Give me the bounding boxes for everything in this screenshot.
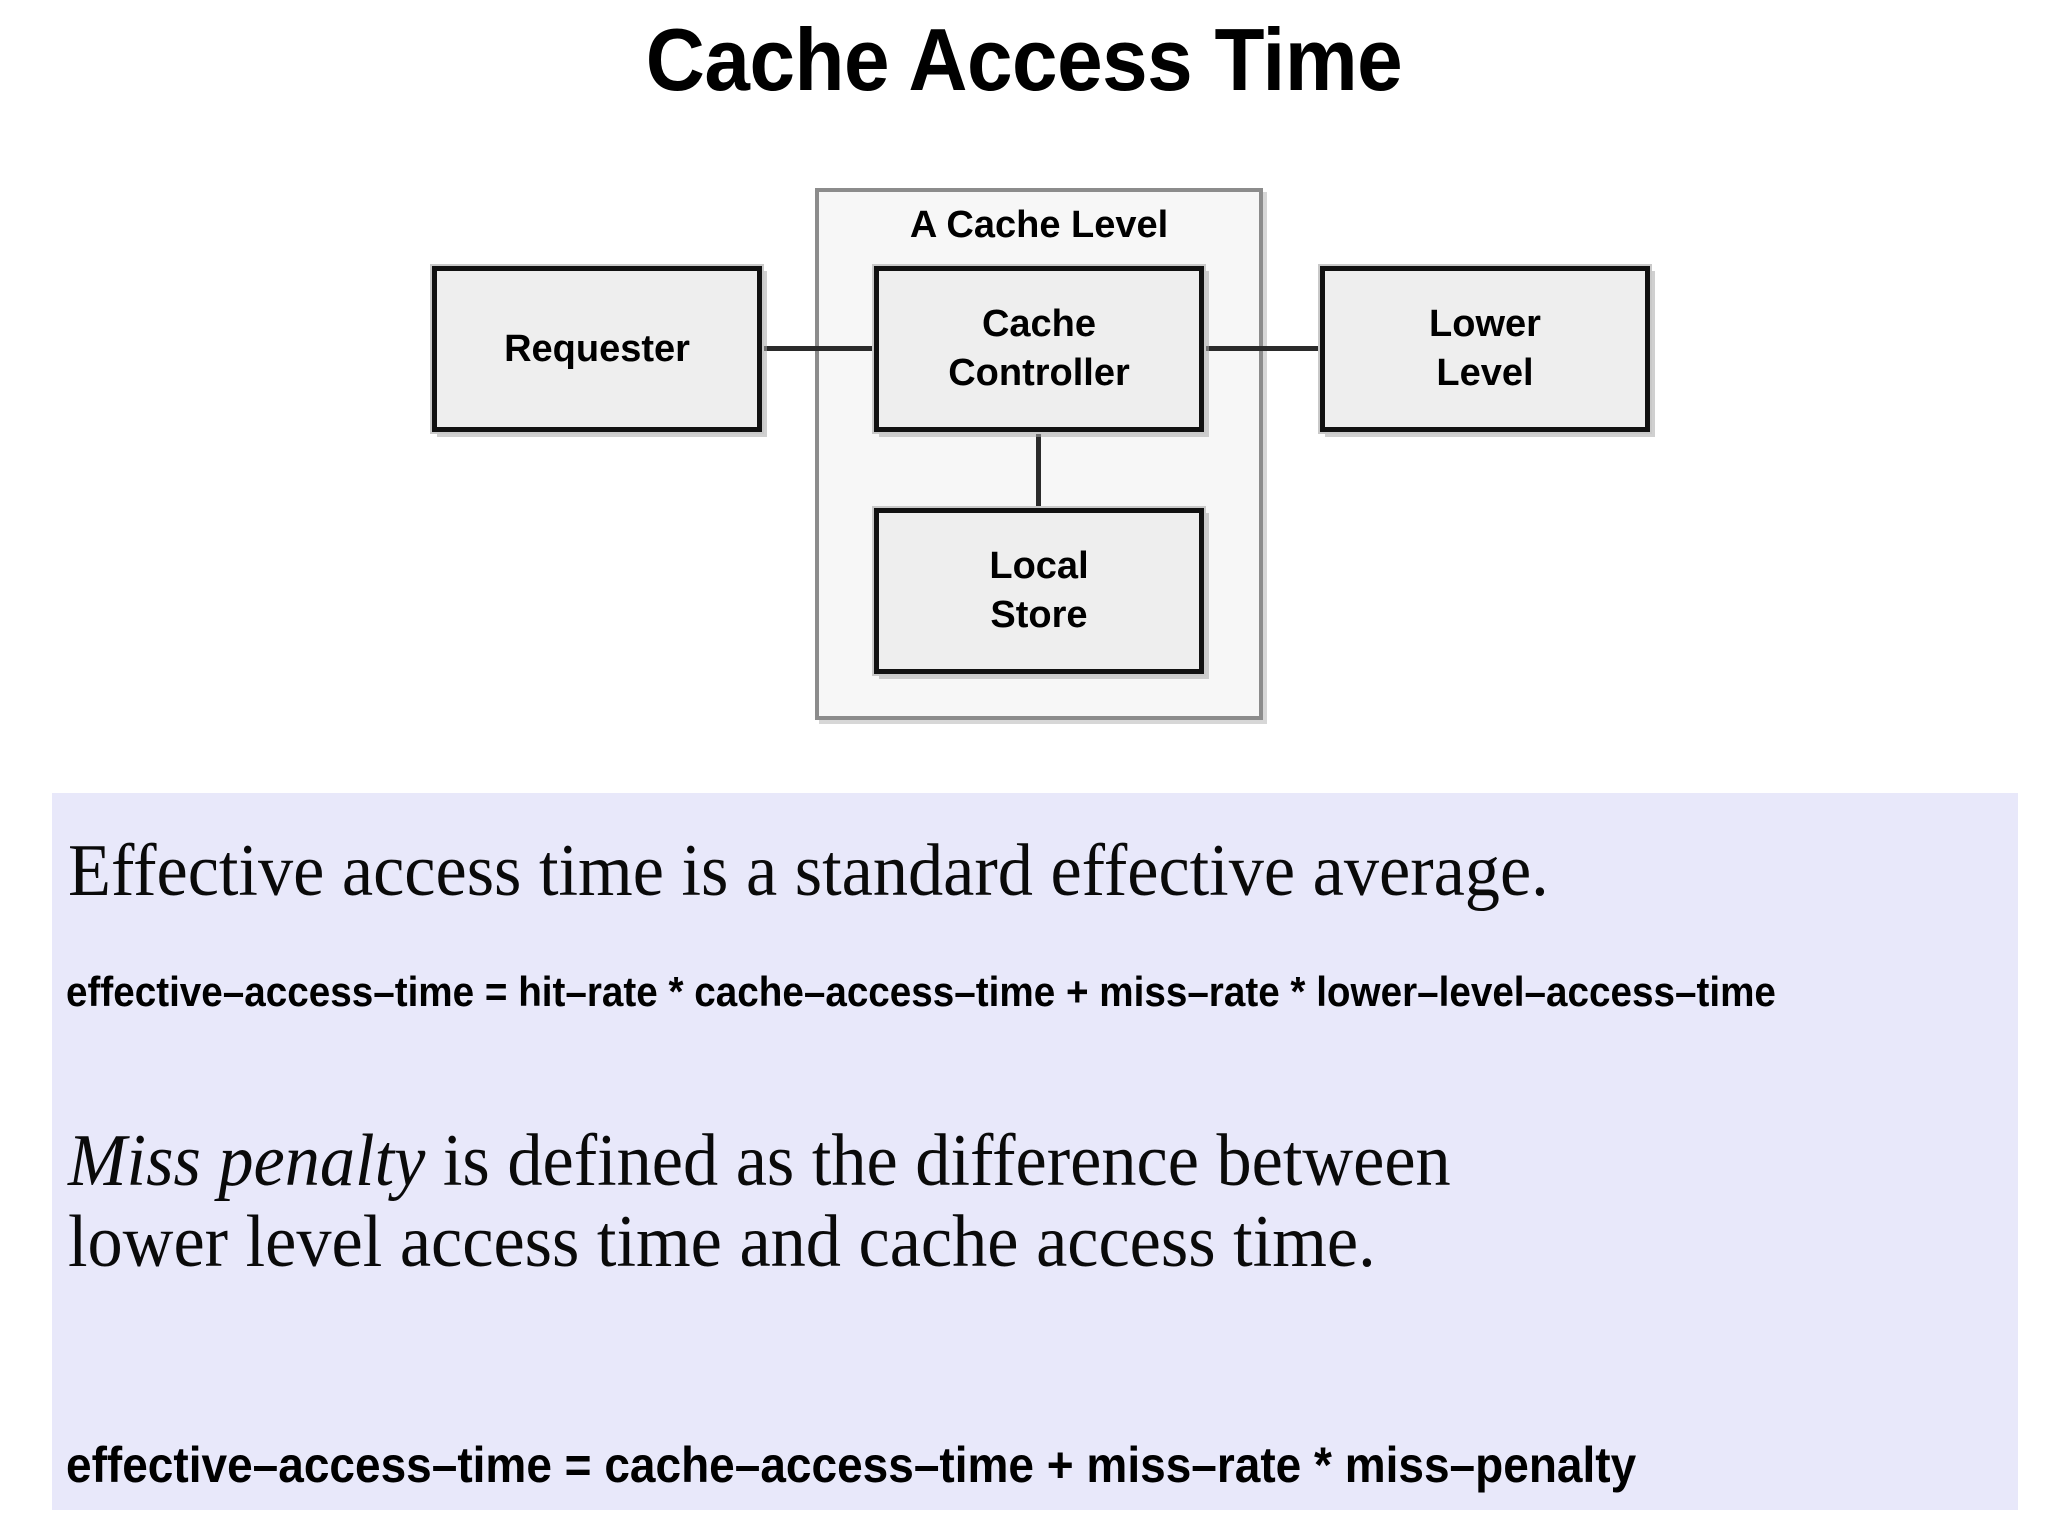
miss-penalty-line2: lower level access time and cache access…: [68, 1201, 1376, 1284]
diagram-box-cache-controller-line1: Cache: [981, 303, 1097, 346]
diagram-box-lower-level-line2: Level: [1436, 352, 1534, 394]
miss-penalty-rest: is defined as the difference between: [425, 1120, 1451, 1202]
miss-penalty-statement: Miss penalty is defined as the differenc…: [68, 1120, 1968, 1284]
effective-access-time-formula: effective–access–time = hit–rate * cache…: [66, 968, 1776, 1015]
miss-penalty-emphasis: Miss penalty: [68, 1120, 426, 1202]
diagram-box-requester-line1: Requester: [504, 327, 690, 370]
cache-level-group-label: A Cache Level: [909, 204, 1169, 246]
diagram-box-cache-controller: Cache Controller: [874, 266, 1204, 432]
connector-controller-to-lower-level: [1200, 346, 1324, 351]
page-title: Cache Access Time: [645, 10, 1403, 109]
connector-requester-to-controller: [760, 346, 878, 351]
miss-penalty-formula: effective–access–time = cache–access–tim…: [66, 1437, 1637, 1493]
content-panel: Effective access time is a standard effe…: [52, 793, 2018, 1510]
diagram-box-lower-level-line1: Lower: [1429, 303, 1541, 346]
cache-architecture-diagram: A Cache Level Requester Cache Controller…: [432, 188, 1650, 720]
diagram-box-lower-level: Lower Level: [1320, 266, 1650, 432]
diagram-box-cache-controller-line2: Controller: [948, 352, 1130, 394]
diagram-box-local-store-line1: Local: [989, 545, 1089, 588]
diagram-box-local-store-line2: Store: [990, 594, 1088, 636]
effective-access-time-statement: Effective access time is a standard effe…: [68, 830, 1549, 912]
diagram-box-local-store: Local Store: [874, 508, 1204, 674]
diagram-box-requester: Requester: [432, 266, 762, 432]
connector-controller-to-local-store: [1036, 430, 1041, 512]
